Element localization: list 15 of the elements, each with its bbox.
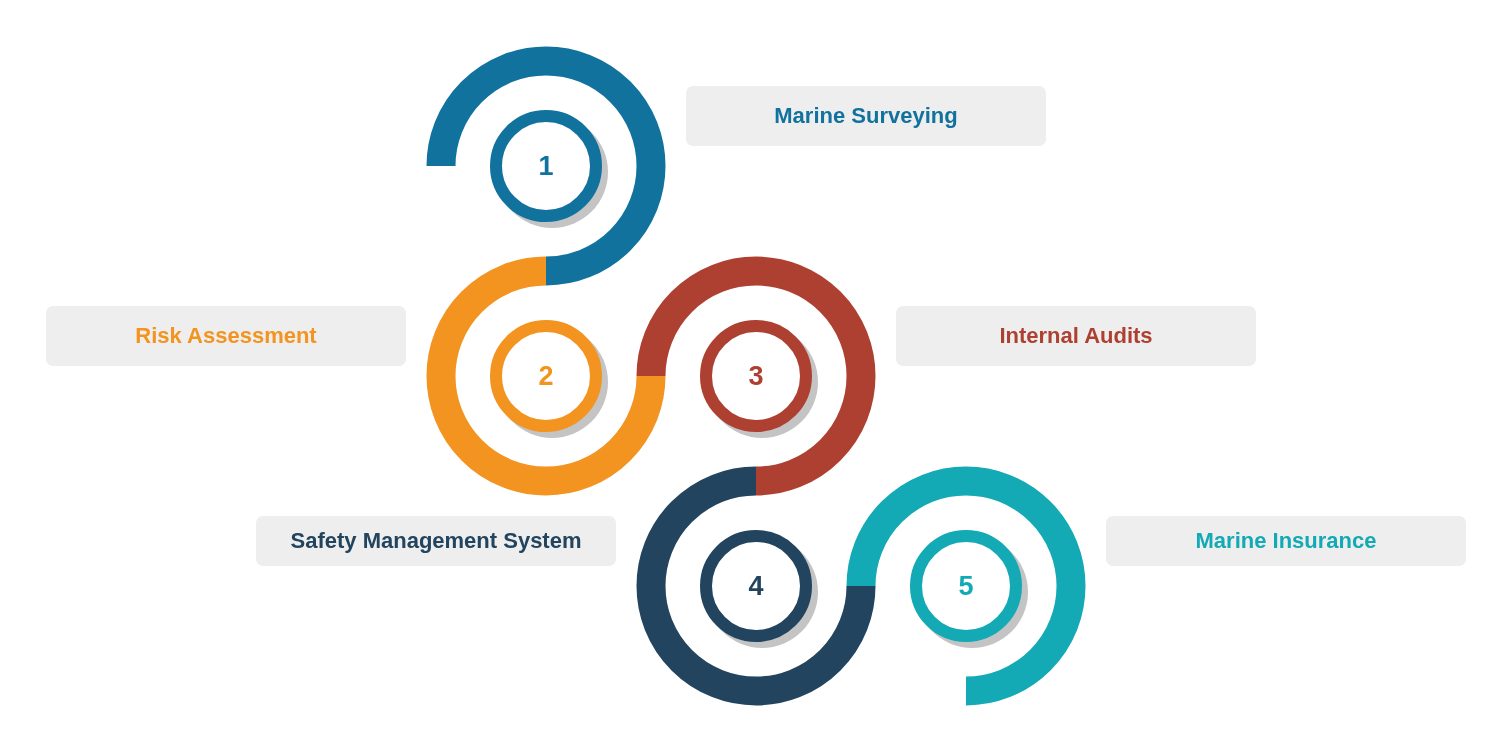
step-ring — [910, 530, 1028, 648]
step-ring — [700, 320, 818, 438]
step-number: 3 — [748, 362, 764, 390]
step-number: 1 — [538, 152, 554, 180]
step-ring — [490, 320, 608, 438]
step-title: Marine Surveying — [774, 103, 958, 129]
step-number: 4 — [748, 572, 764, 600]
step-title: Internal Audits — [999, 323, 1153, 349]
step-number: 2 — [538, 362, 554, 390]
step-title: Safety Management System — [290, 528, 582, 554]
step-number: 5 — [958, 572, 974, 600]
step-title: Marine Insurance — [1195, 528, 1377, 554]
step-ring — [490, 110, 608, 228]
step-title: Risk Assessment — [135, 323, 317, 349]
step-ring — [700, 530, 818, 648]
